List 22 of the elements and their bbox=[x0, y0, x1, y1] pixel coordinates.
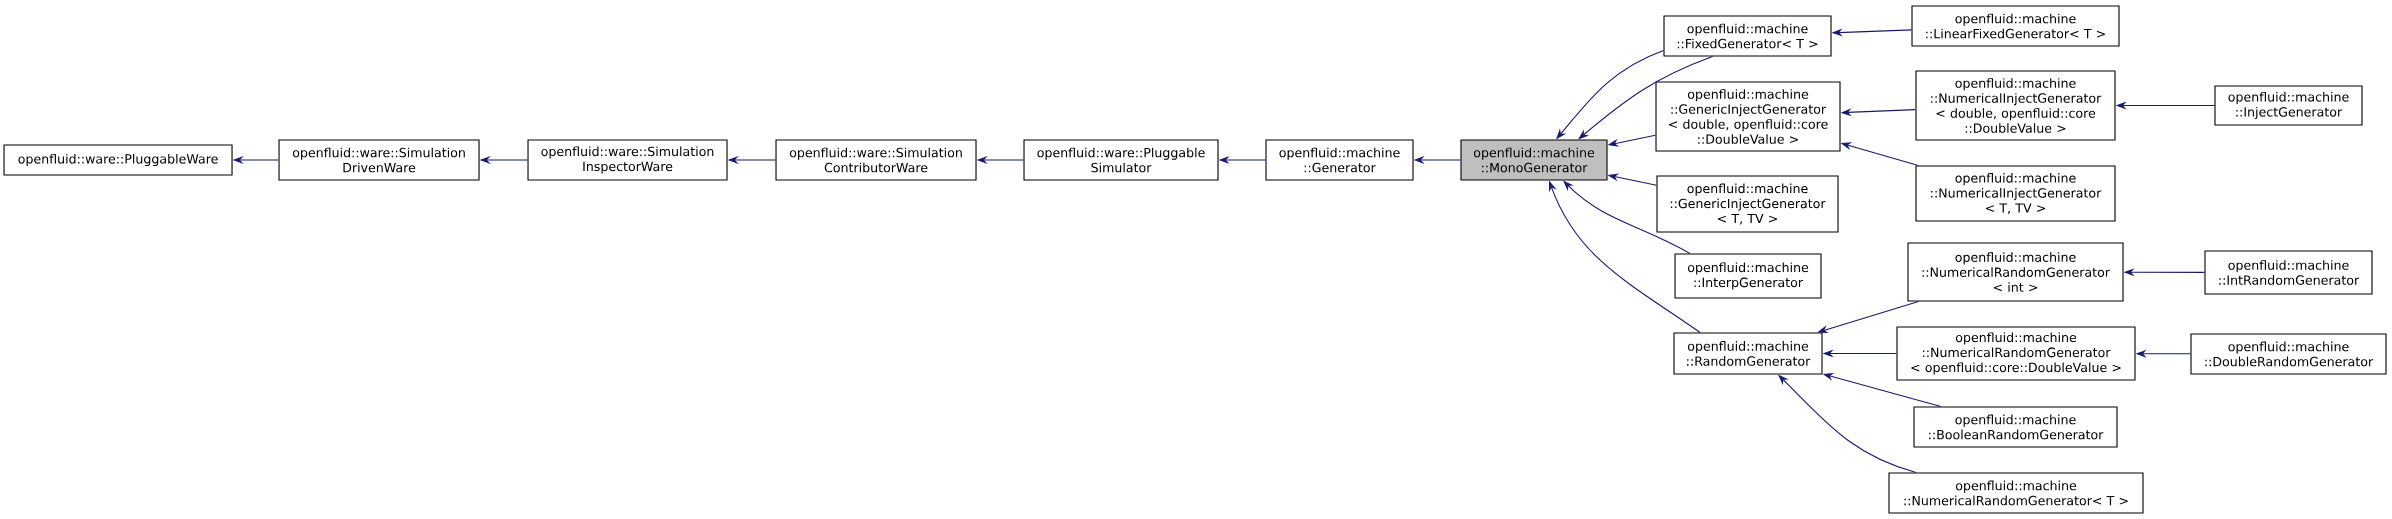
class-box: openfluid::machine ::BooleanRandomGenerator bbox=[1913, 406, 2118, 448]
class-box: openfluid::ware::Simulation DrivenWare bbox=[278, 139, 480, 181]
class-box: openfluid::machine ::FixedGenerator< T > bbox=[1663, 15, 1832, 57]
class-box: openfluid::ware::PluggableWare bbox=[3, 144, 233, 176]
class-box: openfluid::machine ::Generator bbox=[1265, 139, 1414, 181]
class-box: openfluid::machine ::NumericalRandomGenerator < openfluid::core::DoubleValue > bbox=[1896, 326, 2136, 381]
class-box: openfluid::machine ::NumericalInjectGenerator < double, openfluid::core ::DoubleValue > bbox=[1915, 70, 2116, 141]
class-box: openfluid::machine ::InterpGenerator bbox=[1674, 253, 1822, 299]
class-box: openfluid::machine ::InjectGenerator bbox=[2214, 85, 2363, 126]
class-box: openfluid::machine ::NumericalRandomGenerator < int > bbox=[1907, 242, 2124, 302]
class-box: openfluid::machine ::LinearFixedGenerator< T > bbox=[1911, 5, 2120, 47]
class-box: openfluid::machine ::DoubleRandomGenerator bbox=[2190, 333, 2387, 375]
class-box: openfluid::machine ::GenericInjectGenerator < double, openfluid::core ::DoubleValue > bbox=[1655, 81, 1841, 152]
class-box: openfluid::machine ::IntRandomGenerator bbox=[2204, 250, 2373, 295]
class-box: openfluid::ware::Pluggable Simulator bbox=[1023, 139, 1219, 181]
class-box: openfluid::machine ::NumericalRandomGenerator< T > bbox=[1888, 472, 2144, 514]
class-box: openfluid::machine ::RandomGenerator bbox=[1673, 332, 1823, 375]
class-box: openfluid::ware::Simulation InspectorWare bbox=[527, 139, 728, 181]
class-box: openfluid::machine ::GenericInjectGenerator < T, TV > bbox=[1656, 175, 1839, 233]
class-box: openfluid::machine ::NumericalInjectGenerator < T, TV > bbox=[1915, 165, 2116, 222]
class-box: openfluid::machine ::MonoGenerator bbox=[1460, 139, 1608, 181]
class-box: openfluid::ware::Simulation ContributorWare bbox=[775, 139, 977, 181]
